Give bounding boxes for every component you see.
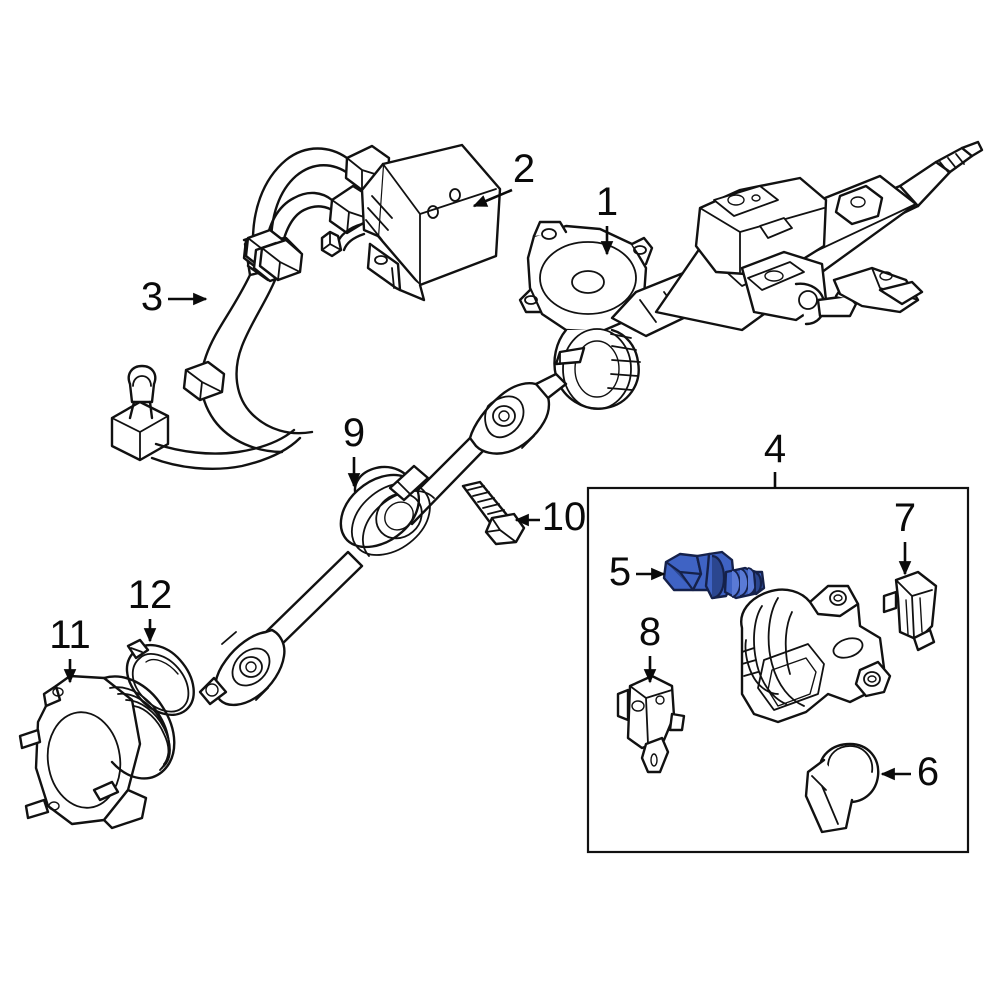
callout-label-10: 10 (542, 495, 587, 539)
callout-1[interactable]: 1 (596, 180, 618, 256)
part-6-lock-cam[interactable] (804, 742, 880, 834)
callout-3[interactable]: 3 (141, 275, 208, 319)
callout-label-2: 2 (513, 147, 535, 191)
part-12-column-hole-seal[interactable] (125, 638, 195, 716)
callout-11[interactable]: 11 (49, 613, 91, 684)
callout-5[interactable]: 5 (609, 550, 666, 594)
detail-box-4 (586, 472, 970, 854)
callout-label-12: 12 (128, 573, 173, 617)
part-3-wire-harness[interactable] (110, 144, 391, 471)
callout-6[interactable]: 6 (880, 750, 939, 794)
part-7-upper-bracket-clip[interactable] (882, 570, 938, 652)
callout-12[interactable]: 12 (128, 573, 173, 643)
callout-4[interactable]: 4 (764, 427, 786, 471)
callout-label-5: 5 (609, 550, 631, 594)
part-8-tilt-lock-bracket[interactable] (616, 674, 686, 774)
part-4-steering-column-housing[interactable] (740, 584, 892, 724)
callout-label-1: 1 (596, 180, 618, 224)
callout-label-11: 11 (49, 613, 91, 657)
part-10-flange-bolt[interactable] (461, 480, 526, 546)
callout-label-3: 3 (141, 275, 163, 319)
callout-label-9: 9 (343, 411, 365, 455)
callout-7[interactable]: 7 (894, 496, 916, 576)
part-1-electric-power-steering-column[interactable] (518, 140, 984, 410)
callout-label-8: 8 (639, 610, 661, 654)
callout-10[interactable]: 10 (514, 495, 587, 539)
part-5-tilt-lever-bolt-highlighted[interactable] (662, 550, 766, 600)
part-2-power-steering-ecu[interactable] (320, 143, 502, 302)
callout-8[interactable]: 8 (639, 610, 661, 684)
part-9-intermediate-shaft[interactable] (198, 372, 568, 707)
callout-label-6: 6 (917, 750, 939, 794)
callout-label-4: 4 (764, 427, 786, 471)
callout-label-7: 7 (894, 496, 916, 540)
callout-2[interactable]: 2 (472, 147, 535, 208)
callout-9[interactable]: 9 (343, 411, 365, 488)
part-11-lower-column-cover[interactable] (18, 674, 176, 830)
